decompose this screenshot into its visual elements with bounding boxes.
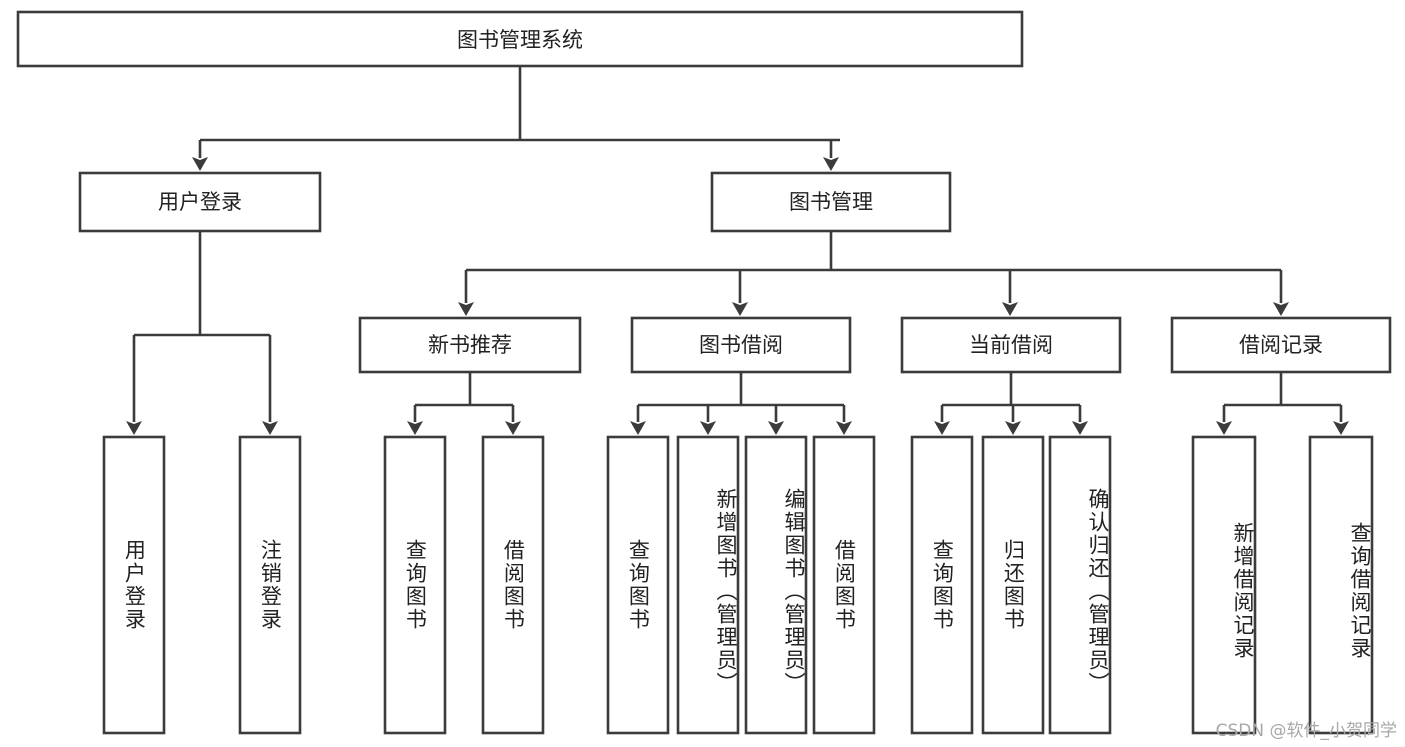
leaf-box[interactable]: [102, 435, 166, 735]
connector-current-to-leaves: [934, 372, 1088, 435]
node-user-login[interactable]: 用户登录: [78, 171, 322, 233]
leaf-box[interactable]: [1308, 435, 1374, 735]
leaf-box[interactable]: [812, 435, 876, 735]
node-current-borrow[interactable]: 当前借阅: [900, 316, 1122, 374]
node-book-borrow-label: 图书借阅: [699, 333, 783, 357]
leaf-box[interactable]: [744, 435, 808, 735]
node-borrow-records-label: 借阅记录: [1239, 333, 1323, 357]
node-book-management[interactable]: 图书管理: [710, 171, 952, 233]
node-current-borrow-label: 当前借阅: [969, 333, 1053, 357]
node-root-label: 图书管理系统: [457, 28, 583, 52]
leaf-box[interactable]: [606, 435, 670, 735]
leaf-box[interactable]: [981, 435, 1045, 735]
node-book-management-label: 图书管理: [789, 190, 873, 214]
connector-userlogin-to-leaves: [126, 231, 278, 435]
node-new-book-recommend-label: 新书推荐: [428, 333, 512, 357]
connector-bookmgmt-to-level2: [458, 231, 1289, 316]
leaf-boxes: [102, 435, 1374, 735]
node-new-book-recommend[interactable]: 新书推荐: [358, 316, 582, 374]
leaf-box[interactable]: [676, 435, 740, 735]
node-borrow-records[interactable]: 借阅记录: [1170, 316, 1392, 374]
leaf-box[interactable]: [238, 435, 302, 735]
csdn-watermark: CSDN @软件_小贺同学: [1215, 721, 1397, 741]
node-user-login-label: 用户登录: [158, 190, 242, 214]
leaf-box[interactable]: [1048, 435, 1112, 735]
connector-root-to-level1: [192, 66, 840, 171]
node-root[interactable]: 图书管理系统: [16, 10, 1024, 68]
connector-borrow-to-leaves: [630, 372, 852, 435]
leaf-box[interactable]: [481, 435, 545, 735]
leaf-box[interactable]: [910, 435, 974, 735]
connector-records-to-leaves: [1216, 372, 1349, 435]
node-book-borrow[interactable]: 图书借阅: [630, 316, 852, 374]
leaf-box[interactable]: [1191, 435, 1257, 735]
connector-newbook-to-leaves: [407, 372, 521, 435]
leaf-box[interactable]: [383, 435, 447, 735]
